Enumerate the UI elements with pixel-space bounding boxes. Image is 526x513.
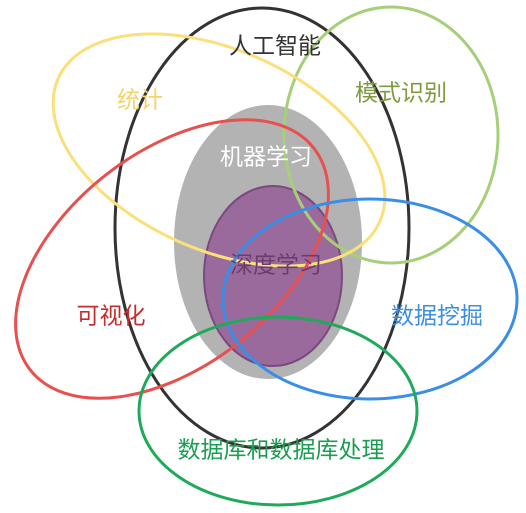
- database-outline: [137, 315, 419, 507]
- label-machine-learning: 机器学习: [220, 145, 312, 171]
- label-data-mining: 数据挖掘: [391, 304, 483, 330]
- pattern-recognition-outline: [282, 5, 500, 265]
- label-statistics: 统计: [117, 88, 163, 114]
- label-visualization: 可视化: [77, 304, 146, 330]
- label-pattern-recognition: 模式识别: [355, 81, 447, 107]
- label-deep-learning: 深度学习: [230, 253, 322, 279]
- statistics-outline: [51, 32, 387, 268]
- artificial-intelligence-outline: [113, 6, 411, 450]
- data-mining-outline: [221, 197, 519, 401]
- label-database-processing: 数据库和数据库处理: [178, 438, 385, 464]
- label-artificial-intelligence: 人工智能: [229, 34, 321, 60]
